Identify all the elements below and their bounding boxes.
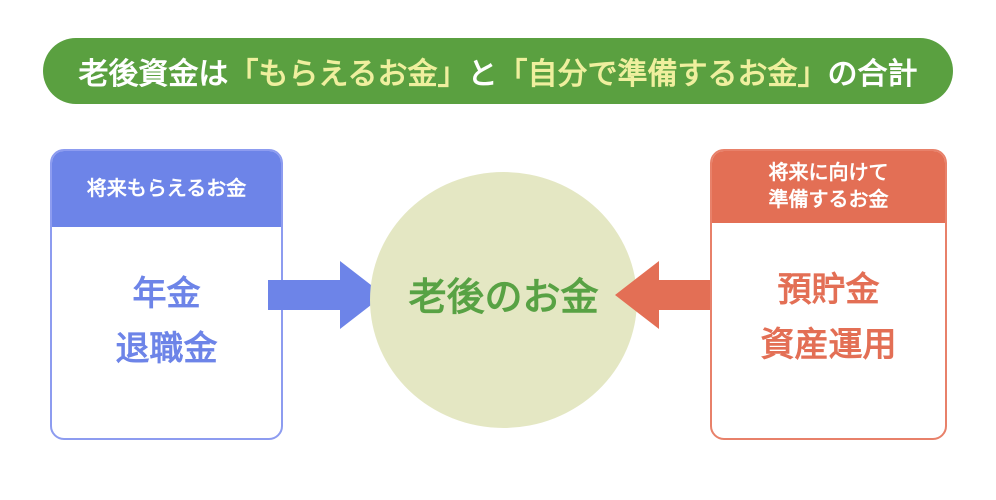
self-prepared-money-card-title-line1: 将来に向けて — [768, 162, 889, 184]
title-segment-highlight: 「自分で準備するお金」 — [497, 58, 828, 91]
receivable-money-card: 将来もらえるお金 年金 退職金 — [50, 149, 283, 440]
self-prepared-money-card-title-line2: 準備するお金 — [768, 189, 889, 211]
title-segment-plain: 老後資金は — [78, 58, 229, 91]
receivable-money-card-header: 将来もらえるお金 — [52, 151, 281, 227]
title-banner: 老後資金は「もらえるお金」と「自分で準備するお金」の合計 — [43, 38, 953, 104]
arrow-right-icon — [268, 261, 384, 329]
self-prepared-money-card: 将来に向けて 準備するお金 預貯金 資産運用 — [710, 149, 947, 440]
self-prepared-money-card-body: 預貯金 資産運用 — [712, 223, 945, 373]
list-item-asset-management: 資産運用 — [760, 326, 897, 364]
list-item-pension: 年金 — [132, 275, 201, 313]
self-prepared-money-card-header: 将来に向けて 準備するお金 — [712, 151, 945, 223]
retirement-money-circle: 老後のお金 — [370, 172, 637, 428]
list-item-savings: 預貯金 — [777, 271, 880, 309]
receivable-money-card-title: 将来もらえるお金 — [86, 177, 247, 200]
title-segment-plain: と — [467, 58, 498, 91]
title-segment-highlight: 「もらえるお金」 — [228, 58, 468, 91]
arrow-left-icon — [615, 261, 731, 329]
retirement-money-label: 老後のお金 — [408, 276, 599, 319]
title-segment-plain: の合計 — [827, 58, 918, 91]
list-item-retirement-allowance: 退職金 — [115, 330, 218, 368]
receivable-money-card-body: 年金 退職金 — [52, 227, 281, 377]
